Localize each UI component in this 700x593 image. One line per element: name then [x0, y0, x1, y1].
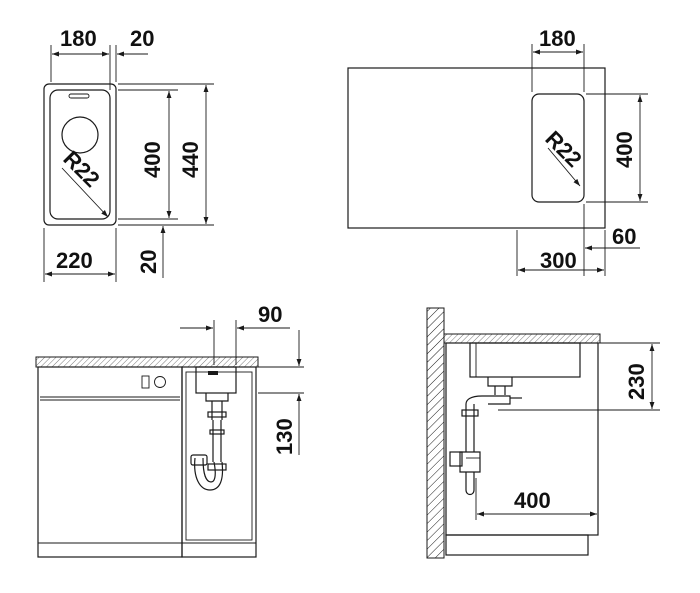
dim-label-130: 130 — [272, 418, 297, 455]
trap-bottom — [465, 472, 475, 496]
cabinet-left — [37, 366, 183, 558]
dim-label-400: 400 — [140, 141, 165, 178]
countertop-slab — [35, 356, 259, 368]
overflow-slot — [68, 93, 90, 99]
control-button — [141, 375, 150, 389]
cutout-outline — [531, 93, 585, 203]
dim-label-180: 180 — [60, 26, 97, 51]
radius-label-right: R22 — [540, 126, 586, 172]
radius-label: R22 — [58, 146, 104, 192]
siphon-pipe — [212, 420, 222, 462]
radius-leader — [547, 147, 581, 187]
sink-outer-rim — [43, 83, 117, 226]
top-left-view: R22 180 20 400 440 220 20 — [43, 26, 214, 282]
plinth-side — [445, 534, 589, 556]
dim-label-400-right: 400 — [612, 131, 637, 168]
dim-label-300: 300 — [540, 248, 577, 273]
cabinet-right — [181, 366, 257, 558]
siphon-trap — [194, 457, 224, 491]
radius-leader — [61, 167, 109, 218]
drain-neck — [494, 386, 506, 395]
trap-body — [459, 451, 481, 473]
countertop-side — [443, 333, 601, 344]
siphon-union — [207, 463, 227, 471]
countertop-outline — [347, 67, 606, 229]
vertical-drop — [465, 404, 475, 452]
control-knob — [154, 376, 166, 388]
dim-label-230: 230 — [624, 363, 649, 400]
sink-inner-bowl — [49, 89, 111, 220]
drain-flange-side — [487, 377, 513, 387]
elbow-curve — [465, 395, 483, 405]
dim-label-20-bottom: 20 — [136, 250, 161, 274]
sink-bowl-side — [469, 342, 581, 378]
top-right-view: R22 180 400 300 60 — [347, 26, 648, 276]
dim-label-400-side: 400 — [514, 488, 551, 513]
siphon-joint — [209, 429, 225, 435]
dim-label-60: 60 — [612, 224, 636, 249]
sink-bowl-front — [195, 366, 237, 394]
cabinet-interior — [185, 371, 253, 541]
side-section-view: 230 400 — [426, 307, 660, 559]
pipe-joint — [461, 409, 479, 417]
dim-label-440: 440 — [178, 141, 203, 178]
siphon-cap — [190, 454, 208, 466]
drain-elbow — [482, 395, 511, 405]
trap-cap — [449, 451, 463, 467]
dim-label-180-right: 180 — [539, 26, 576, 51]
dim-label-20: 20 — [130, 26, 154, 51]
dim-label-220: 220 — [56, 248, 93, 273]
wall-section — [426, 307, 445, 559]
drain-flange — [205, 393, 229, 402]
drain-nut — [207, 411, 227, 418]
front-elevation-view: 90 130 — [35, 302, 304, 558]
dim-label-90: 90 — [258, 302, 282, 327]
overflow-slot — [208, 371, 218, 375]
drain-circle — [61, 116, 99, 154]
